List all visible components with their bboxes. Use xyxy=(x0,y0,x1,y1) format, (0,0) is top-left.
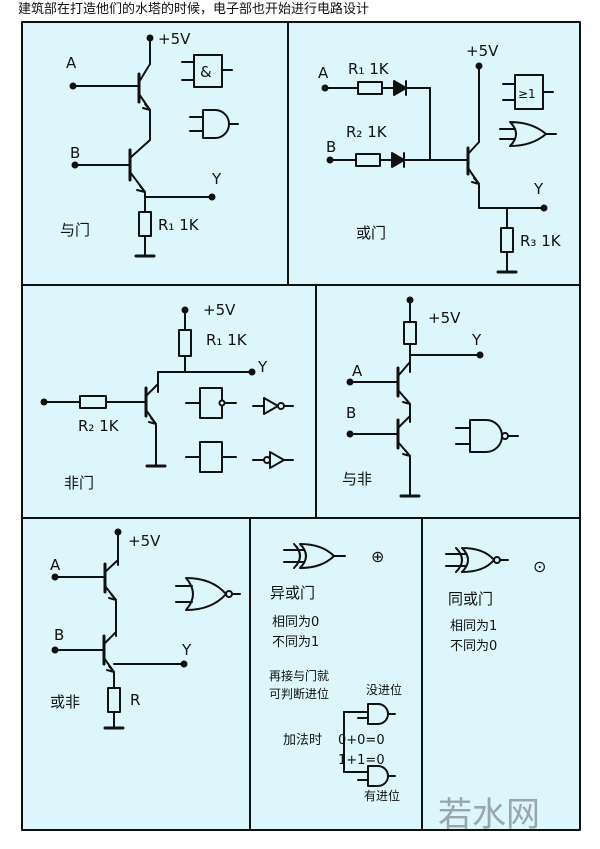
nand-output-label: Y xyxy=(471,331,482,349)
and-symbol-label: & xyxy=(200,63,212,81)
not-vcc-label: +5V xyxy=(203,301,236,319)
not-r1-label: R₁ 1K xyxy=(206,331,248,349)
xor-symbol: ⊕ xyxy=(371,547,384,566)
xor-note-2: 可判断进位 xyxy=(269,686,329,701)
watermark: 若水网 xyxy=(438,795,540,835)
nor-resistor-label: R xyxy=(130,691,140,709)
xnor-rule-2: 不同为0 xyxy=(450,639,497,654)
and-output-label: Y xyxy=(211,170,222,188)
xnor-gate-name: 同或门 xyxy=(448,590,493,608)
xnor-circuit xyxy=(445,547,509,573)
nand-gate-name: 与非 xyxy=(342,470,372,488)
xor-circuit xyxy=(283,543,396,787)
panel-backgrounds xyxy=(21,21,581,831)
nor-panel xyxy=(21,517,251,831)
xor-eq-2: 1+1=0 xyxy=(338,753,385,768)
labels: +5V A B Y R₁ 1K 与门 & +5V A B R₁ 1K R₂ 1K… xyxy=(50,30,562,835)
not-r2-label: R₂ 1K xyxy=(78,417,120,435)
nand-panel xyxy=(315,284,581,519)
nor-input-a-label: A xyxy=(50,556,61,574)
not-circuit xyxy=(40,306,294,473)
or-circuit xyxy=(321,62,557,274)
nand-vcc-label: +5V xyxy=(428,309,461,327)
xnor-symbol: ⊙ xyxy=(533,557,546,576)
not-gate-name: 非门 xyxy=(64,474,94,492)
xnor-panel xyxy=(421,517,581,831)
or-input-b-label: B xyxy=(326,138,336,156)
xor-gate-name: 异或门 xyxy=(270,584,315,602)
nand-input-a-label: A xyxy=(352,362,363,380)
and-vcc-label: +5V xyxy=(158,30,191,48)
and-circuit xyxy=(69,34,239,258)
page-title: 建筑部在打造他们的水塔的时候，电子部也开始进行电路设计 xyxy=(18,2,370,17)
nor-output-label: Y xyxy=(181,641,192,659)
and-input-a-label: A xyxy=(66,54,77,72)
or-gate-name: 或门 xyxy=(356,224,386,242)
nand-input-b-label: B xyxy=(346,404,356,422)
or-r3-label: R₃ 1K xyxy=(520,232,562,250)
or-input-a-label: A xyxy=(318,64,329,82)
and-gate-name: 与门 xyxy=(60,221,90,239)
nand-circuit xyxy=(346,296,519,498)
or-output-label: Y xyxy=(533,180,544,198)
xor-add-label: 加法时 xyxy=(283,733,322,748)
or-r2-label: R₂ 1K xyxy=(346,123,388,141)
and-panel xyxy=(21,21,289,286)
xor-carry: 有进位 xyxy=(364,788,400,803)
xor-no-carry: 没进位 xyxy=(366,682,402,697)
nor-circuit xyxy=(51,528,241,730)
xnor-rule-1: 相同为1 xyxy=(450,619,497,634)
nor-vcc-label: +5V xyxy=(128,532,161,550)
xor-rule-1: 相同为0 xyxy=(272,615,319,630)
not-output-label: Y xyxy=(257,358,268,376)
or-r1-label: R₁ 1K xyxy=(348,60,390,78)
or-vcc-label: +5V xyxy=(466,42,499,60)
and-input-b-label: B xyxy=(70,144,80,162)
xor-note-1: 再接与门就 xyxy=(269,668,329,683)
and-resistor-label: R₁ 1K xyxy=(158,216,200,234)
or-symbol-label: ≥1 xyxy=(518,87,536,101)
nor-gate-name: 或非 xyxy=(50,693,80,711)
nor-input-b-label: B xyxy=(54,626,64,644)
xor-panel xyxy=(249,517,423,831)
xor-rule-2: 不同为1 xyxy=(272,635,319,650)
xor-eq-1: 0+0=0 xyxy=(338,733,385,748)
